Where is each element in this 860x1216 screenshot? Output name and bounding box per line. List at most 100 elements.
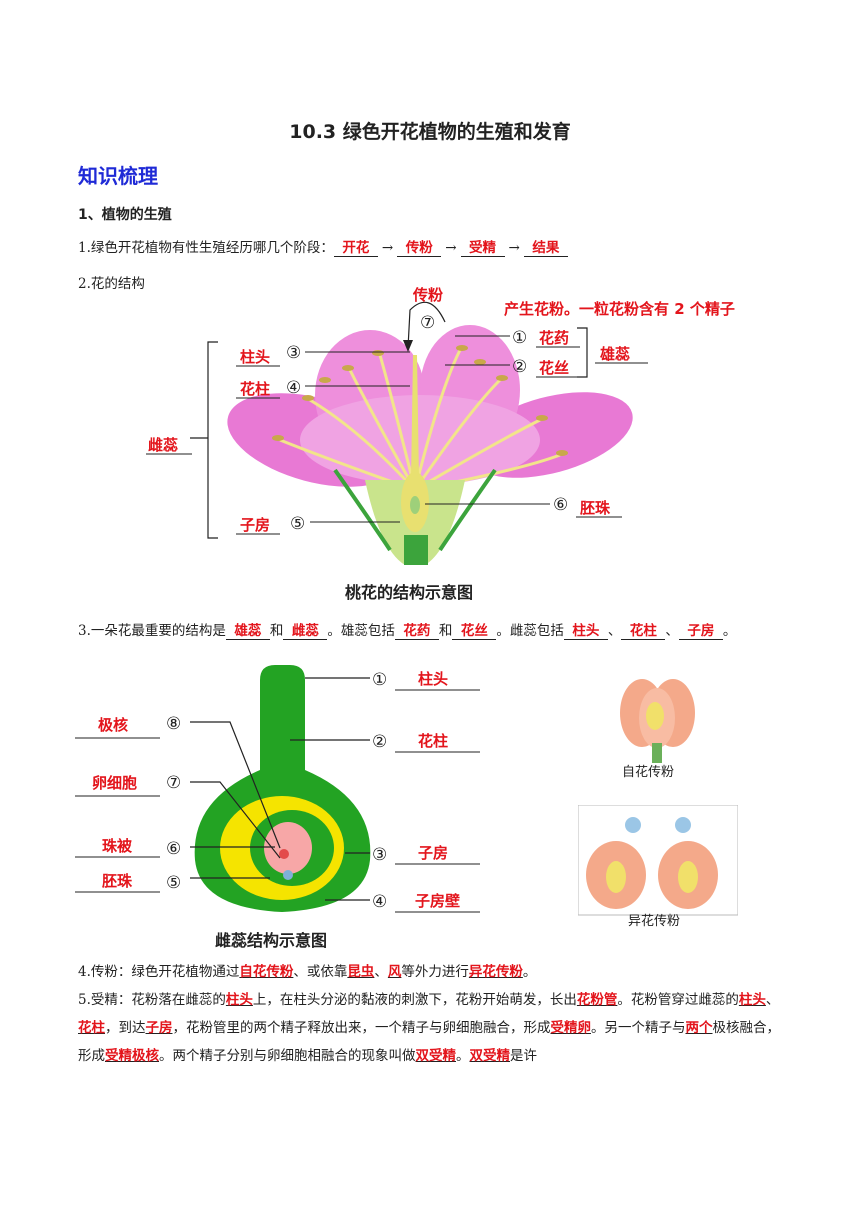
pistil-caption: 雌蕊结构示意图 bbox=[215, 931, 327, 950]
pistil-number-2: ② bbox=[372, 732, 387, 752]
egg-cell-dot bbox=[279, 849, 289, 859]
anther-note: 产生花粉。一粒花粉含有 2 个精子 bbox=[504, 300, 735, 318]
label-stamen: 雄蕊 bbox=[599, 345, 630, 363]
pistil-number-5: ⑤ bbox=[166, 873, 181, 893]
q3-answer-5: 柱头 bbox=[564, 619, 608, 640]
cross-pollination-caption: 异花传粉 bbox=[628, 913, 680, 929]
question-4: 4.传粉：绿色开花植物通过自花传粉、或依靠昆虫、风等外力进行异花传粉。 bbox=[78, 958, 788, 986]
ovule-shape bbox=[410, 496, 420, 514]
q3-answer-2: 雌蕊 bbox=[283, 619, 327, 640]
q4-text: 。 bbox=[523, 964, 537, 980]
q3-answer-4: 花丝 bbox=[452, 619, 496, 640]
q3-text: 3.一朵花最重要的结构是 bbox=[78, 623, 226, 639]
q5-answer-8: 受精极核 bbox=[105, 1048, 159, 1064]
pistil-label-integument: 珠被 bbox=[102, 837, 133, 855]
q5-answer-1: 柱头 bbox=[226, 992, 253, 1008]
number-2: ② bbox=[512, 357, 527, 377]
q5-text: 是许 bbox=[510, 1048, 537, 1064]
pistil-label-ovule: 胚珠 bbox=[102, 872, 133, 890]
question-1: 1.绿色开花植物有性生殖经历哪几个阶段：开花→传粉→受精→结果 bbox=[78, 236, 568, 257]
number-7: ⑦ bbox=[420, 313, 435, 333]
pistil-number-3: ③ bbox=[372, 845, 387, 865]
arrow-icon: → bbox=[445, 240, 456, 256]
q3-text: 和 bbox=[270, 623, 284, 639]
pistil-number-8: ⑧ bbox=[166, 714, 181, 734]
q4-text: 、或依靠 bbox=[293, 964, 347, 980]
q5-text: 。花粉管穿过雌蕊的 bbox=[617, 992, 739, 1008]
q4-text: 等外力进行 bbox=[401, 964, 469, 980]
question-2-label: 2.花的结构 bbox=[78, 272, 145, 292]
pistil-label-polar-nuclei: 极核 bbox=[98, 716, 128, 734]
q5-answer-3: 柱头 bbox=[739, 992, 766, 1008]
flower-structure-diagram: ③ ④ ⑤ ① ② ⑥ ⑦ 柱头 花柱 雌蕊 子房 花药 花丝 雄蕊 胚珠 传粉… bbox=[140, 280, 790, 610]
ovule-pink bbox=[264, 822, 312, 874]
q5-text: ，花粉管里的两个精子释放出来，一个精子与卵细胞融合，形成 bbox=[173, 1020, 551, 1036]
q3-answer-7: 子房 bbox=[679, 619, 723, 640]
number-4: ④ bbox=[286, 378, 301, 398]
q1-answer-2: 传粉 bbox=[397, 236, 441, 257]
pistil-number-4: ④ bbox=[372, 892, 387, 912]
label-pistil: 雌蕊 bbox=[148, 436, 178, 454]
q3-text: 和 bbox=[439, 623, 453, 639]
section-heading: 知识梳理 bbox=[78, 160, 158, 189]
q5-answer-9: 双受精 bbox=[416, 1048, 457, 1064]
number-3: ③ bbox=[286, 343, 301, 363]
label-style: 花柱 bbox=[240, 380, 270, 398]
pistil-number-6: ⑥ bbox=[166, 839, 181, 859]
q5-text: 。另一个精子与 bbox=[591, 1020, 686, 1036]
q5-text: 上，在柱头分泌的黏液的刺激下，花粉开始萌发，长出 bbox=[253, 992, 577, 1008]
q3-answer-1: 雄蕊 bbox=[226, 619, 270, 640]
arrow-icon: → bbox=[382, 240, 393, 256]
question-5: 5.受精：花粉落在雌蕊的柱头上，在柱头分泌的黏液的刺激下，花粉开始萌发，长出花粉… bbox=[78, 986, 788, 1070]
pistil-structure-diagram: ① ② ③ ④ ⑤ ⑥ ⑦ ⑧ 柱头 花柱 子房 子房壁 极核 卵细胞 珠被 胚… bbox=[70, 660, 490, 952]
q3-text: 。雄蕊包括 bbox=[327, 623, 395, 639]
q3-text: 。雌蕊包括 bbox=[496, 623, 564, 639]
pistil-label-stigma: 柱头 bbox=[418, 670, 448, 688]
q3-answer-3: 花药 bbox=[395, 619, 439, 640]
q5-answer-5: 子房 bbox=[146, 1020, 173, 1036]
q4-answer-3: 风 bbox=[388, 964, 402, 980]
paragraph-block: 4.传粉：绿色开花植物通过自花传粉、或依靠昆虫、风等外力进行异花传粉。 5.受精… bbox=[78, 958, 788, 1070]
q5-text: ，到达 bbox=[105, 1020, 146, 1036]
flower-caption: 桃花的结构示意图 bbox=[345, 583, 473, 602]
pistil-label-ovary-wall: 子房壁 bbox=[415, 892, 460, 910]
pistil-label-egg-cell: 卵细胞 bbox=[92, 774, 137, 792]
q3-text: 、 bbox=[665, 623, 679, 639]
q5-answer-7: 两个 bbox=[686, 1020, 713, 1036]
q4-answer-4: 异花传粉 bbox=[469, 964, 523, 980]
micropyle-dot bbox=[283, 870, 293, 880]
arrow-icon: → bbox=[509, 240, 520, 256]
q5-answer-2: 花粉管 bbox=[577, 992, 618, 1008]
q4-answer-1: 自花传粉 bbox=[239, 964, 293, 980]
q5-text: 5.受精：花粉落在雌蕊的 bbox=[78, 992, 226, 1008]
label-ovary: 子房 bbox=[240, 516, 270, 534]
q1-answer-1: 开花 bbox=[334, 236, 378, 257]
q5-answer-6: 受精卵 bbox=[551, 1020, 592, 1036]
question-3: 3.一朵花最重要的结构是雄蕊和雌蕊。雄蕊包括花药和花丝。雌蕊包括柱头、花柱、子房… bbox=[78, 619, 736, 640]
number-1: ① bbox=[512, 328, 527, 348]
q5-text: 。 bbox=[456, 1048, 470, 1064]
q3-text: 、 bbox=[608, 623, 622, 639]
number-6: ⑥ bbox=[553, 495, 568, 515]
pistil-label-style: 花柱 bbox=[418, 732, 448, 750]
pistil-number-7: ⑦ bbox=[166, 773, 181, 793]
label-pollination: 传粉 bbox=[412, 286, 443, 304]
q5-answer-10: 双受精 bbox=[470, 1048, 511, 1064]
number-5: ⑤ bbox=[290, 514, 305, 534]
q1-answer-4: 结果 bbox=[524, 236, 568, 257]
self-pollination-figure: 自花传粉 bbox=[600, 668, 715, 780]
q5-text: 、 bbox=[766, 992, 780, 1008]
self-pollination-caption: 自花传粉 bbox=[622, 764, 674, 780]
page-title: 10.3 绿色开花植物的生殖和发育 bbox=[0, 117, 860, 144]
label-filament: 花丝 bbox=[539, 359, 569, 377]
sub-heading: 1、植物的生殖 bbox=[78, 204, 172, 224]
pistil-number-1: ① bbox=[372, 670, 387, 690]
q5-answer-4: 花柱 bbox=[78, 1020, 105, 1036]
q1-prefix: 1.绿色开花植物有性生殖经历哪几个阶段： bbox=[78, 240, 334, 256]
stem bbox=[404, 535, 428, 565]
q3-text: 。 bbox=[723, 623, 737, 639]
label-ovule: 胚珠 bbox=[580, 499, 611, 517]
q4-text: 4.传粉：绿色开花植物通过 bbox=[78, 964, 239, 980]
q4-text: 、 bbox=[374, 964, 388, 980]
cross-pollination-figure: 异花传粉 bbox=[578, 805, 738, 930]
